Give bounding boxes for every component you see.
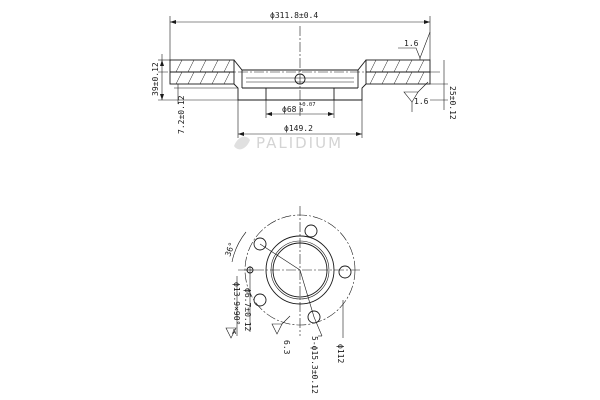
pcd-label: ϕ112 bbox=[336, 344, 345, 363]
left-ring-hatch bbox=[175, 59, 231, 85]
watermark-logo: PALIDIUM bbox=[234, 134, 343, 152]
dim-hat-height: 39±0.12 bbox=[151, 54, 238, 101]
dim-bore-diameter: ϕ68 +0.07 0 bbox=[265, 100, 335, 118]
bolt-hole bbox=[338, 265, 352, 279]
datum-label: A bbox=[232, 328, 237, 336]
angle-label: 36° bbox=[223, 241, 236, 258]
roughness-bottom-label: 1.6 bbox=[414, 97, 429, 106]
bolt-holes-label: 5-ϕ15.3±0.12 bbox=[310, 336, 319, 394]
bolt-hole bbox=[307, 310, 321, 324]
outer-diameter-label: ϕ311.8±0.4 bbox=[270, 11, 318, 20]
right-ring-hatch bbox=[369, 59, 425, 85]
chamfer-hole-label: ϕ13.9×90° bbox=[232, 282, 241, 325]
total-height-label: 25±0.12 bbox=[448, 86, 457, 120]
hat-height-label: 39±0.12 bbox=[151, 62, 160, 96]
roughness-top-label: 1.6 bbox=[404, 39, 419, 48]
hole-a-label: ϕ6.7±0.12 bbox=[243, 288, 252, 332]
bolt-circle bbox=[244, 214, 356, 326]
hub-diameter-label: ϕ149.2 bbox=[284, 124, 313, 133]
dim-hub-diameter: ϕ149.2 bbox=[237, 100, 363, 138]
dim-flange-thickness: 7.2±0.12 bbox=[174, 84, 238, 134]
dim-outer-diameter: ϕ311.8±0.4 bbox=[169, 11, 431, 60]
disc-plan-view bbox=[231, 206, 362, 336]
watermark-text: PALIDIUM bbox=[256, 134, 343, 152]
hub-outer-circle bbox=[265, 235, 335, 305]
bore-tol-lower: 0 bbox=[300, 108, 303, 114]
roughness-symbol-top: 1.6 bbox=[398, 31, 431, 60]
roughness-symbol-bottom: 1.6 bbox=[403, 81, 429, 112]
dim-total-height: 25±0.12 bbox=[430, 60, 457, 120]
bolt-hole bbox=[304, 224, 318, 238]
bolt-hole bbox=[253, 237, 267, 251]
bore-circle bbox=[272, 242, 328, 298]
bore-label: ϕ68 bbox=[282, 105, 297, 114]
flange-thickness-label: 7.2±0.12 bbox=[177, 95, 186, 134]
bolt-hole bbox=[253, 293, 267, 307]
disc-section-view bbox=[158, 26, 442, 118]
surface-finish-symbol: 6.3 bbox=[271, 315, 291, 355]
bore-tol-upper: +0.07 bbox=[299, 102, 316, 108]
datum-symbol: A bbox=[225, 327, 237, 339]
surface-value-label: 6.3 bbox=[282, 340, 291, 355]
angle-arc bbox=[231, 231, 247, 263]
